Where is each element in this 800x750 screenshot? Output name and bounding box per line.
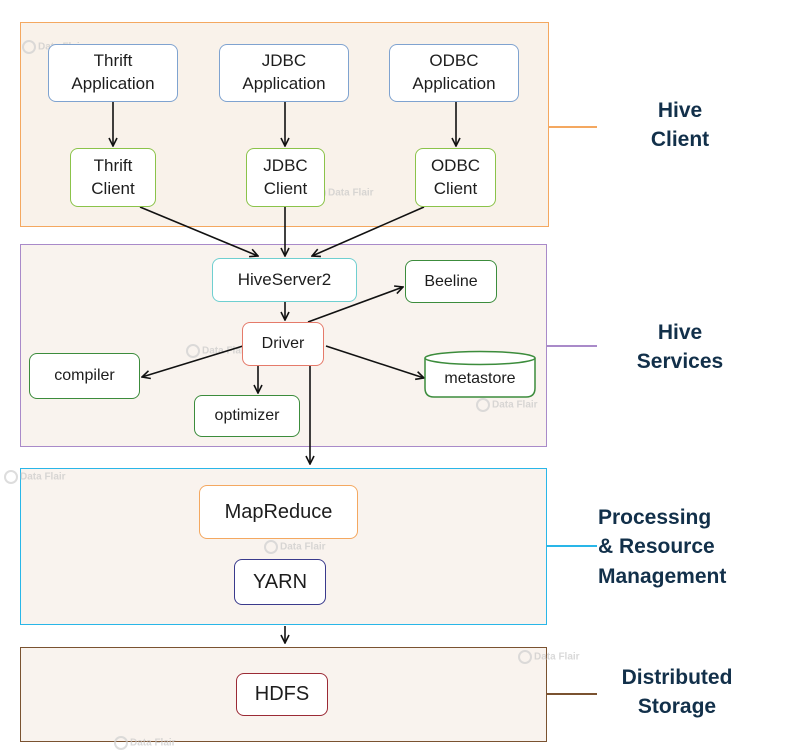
arrow-driver-to-metastore bbox=[325, 345, 424, 378]
watermark-logo: Data Flair bbox=[264, 540, 326, 554]
cylinder-shape bbox=[424, 350, 536, 398]
metastore-label: metastore bbox=[444, 370, 516, 387]
jdbc-client-node: JDBC Client bbox=[246, 148, 325, 207]
odbc-application-node: ODBC Application bbox=[389, 44, 519, 102]
watermark-logo: Data Flair bbox=[114, 736, 176, 750]
optimizer-node: optimizer bbox=[194, 395, 300, 437]
jdbc-application-node: JDBC Application bbox=[219, 44, 349, 102]
hive-services-label: Hive Services bbox=[636, 321, 724, 374]
arrow-driver-to-beeline bbox=[307, 287, 403, 323]
arrow-driver-to-compiler bbox=[142, 345, 244, 377]
hive-client-label: Hive Client bbox=[650, 99, 710, 152]
metastore-node: metastore bbox=[424, 350, 536, 398]
watermark-logo: Data Flair bbox=[4, 470, 66, 484]
beeline-node: Beeline bbox=[405, 260, 497, 303]
mapreduce-node: MapReduce bbox=[199, 485, 358, 539]
yarn-node: YARN bbox=[234, 559, 326, 605]
compiler-node: compiler bbox=[29, 353, 140, 399]
thrift-application-node: Thrift Application bbox=[48, 44, 178, 102]
thrift-client-node: Thrift Client bbox=[70, 148, 156, 207]
hiveserver2-node: HiveServer2 bbox=[212, 258, 357, 302]
watermark-logo: Data Flair bbox=[476, 398, 538, 412]
distributed-storage-label: Distributed Storage bbox=[621, 666, 733, 719]
processing-resource-management-label: Processing & Resource Management bbox=[598, 506, 727, 588]
driver-node: Driver bbox=[242, 322, 324, 366]
hdfs-node: HDFS bbox=[236, 673, 328, 716]
odbc-client-node: ODBC Client bbox=[415, 148, 496, 207]
arrow-thrift-client-to-hiveserver2 bbox=[139, 206, 258, 256]
watermark-logo: Data Flair bbox=[518, 650, 580, 664]
arrow-odbc-client-to-hiveserver2 bbox=[312, 206, 425, 256]
